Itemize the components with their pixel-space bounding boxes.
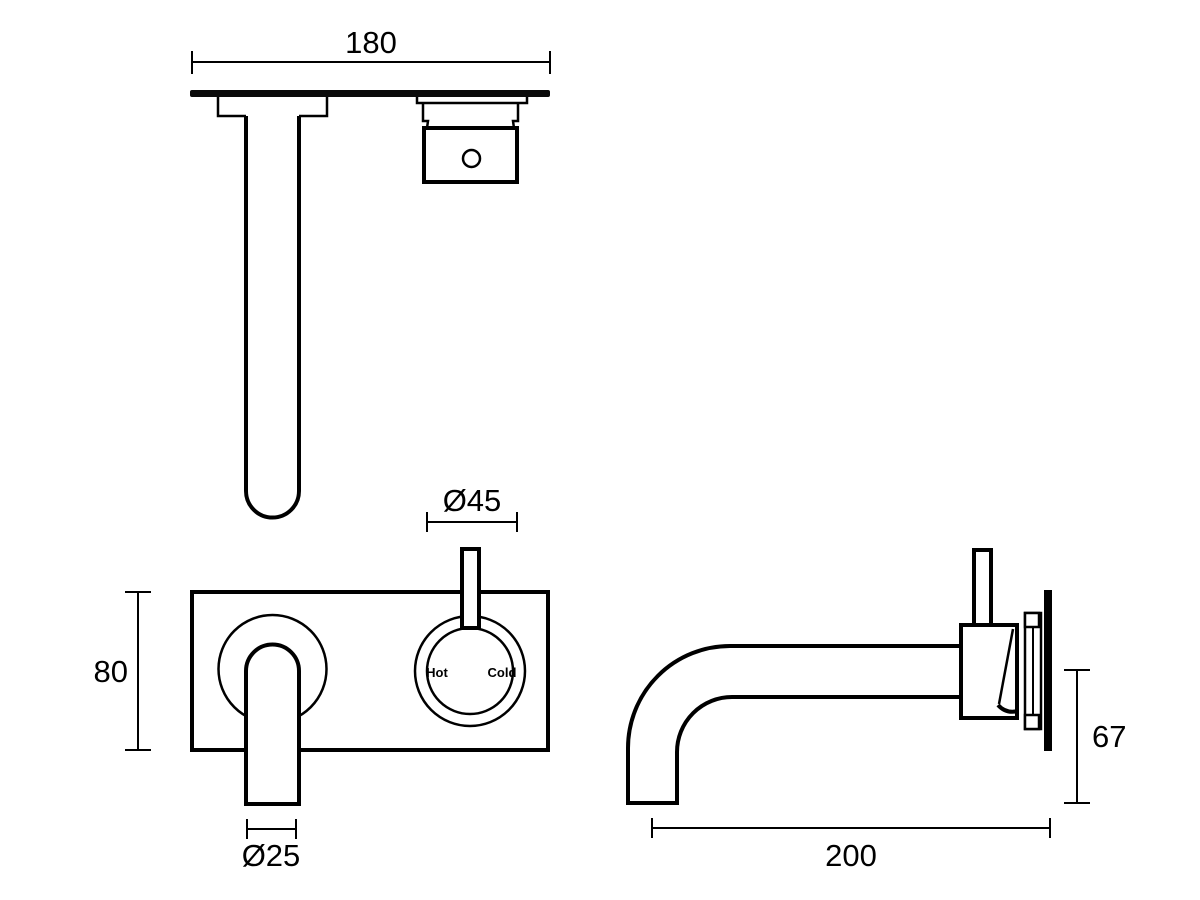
dimension-line bbox=[191, 51, 551, 74]
dimension-handle-diameter: Ø45 bbox=[426, 483, 518, 532]
plan-handle-pivot bbox=[461, 148, 482, 169]
plan-handle-body bbox=[422, 126, 519, 184]
plan-spout-flange bbox=[216, 97, 329, 118]
side-cone-base bbox=[996, 703, 1019, 714]
side-escutcheon-step-top bbox=[1023, 611, 1041, 629]
side-cone-edge bbox=[997, 628, 1015, 705]
front-spout-tube bbox=[244, 642, 301, 806]
dimension-label-handle-diameter: Ø45 bbox=[443, 483, 502, 518]
dimension-label-plate-width: 180 bbox=[345, 25, 397, 60]
plan-handle-escutcheon bbox=[415, 97, 529, 105]
side-escutcheon-step-bottom bbox=[1023, 713, 1041, 731]
plan-spout-tube bbox=[244, 116, 301, 520]
side-spout bbox=[626, 644, 961, 805]
dimension-label-spout-diameter: Ø25 bbox=[242, 838, 301, 873]
dimension-line bbox=[246, 819, 297, 839]
top-view: 180 bbox=[190, 25, 551, 520]
dimension-line bbox=[651, 818, 1051, 838]
front-view: Hot Cold 80 Ø45 Ø25 bbox=[94, 483, 550, 873]
front-handle-lever bbox=[460, 547, 481, 630]
dimension-outlet-height: 67 bbox=[1064, 669, 1126, 804]
cold-marking: Cold bbox=[488, 665, 517, 680]
side-valve-body bbox=[959, 623, 1019, 720]
dimension-spout-diameter: Ø25 bbox=[242, 819, 301, 873]
dimension-line bbox=[1064, 669, 1090, 804]
side-view: 200 67 bbox=[626, 548, 1126, 873]
plan-handle-neck bbox=[421, 103, 520, 129]
dimension-label-plate-height: 80 bbox=[94, 654, 128, 689]
dimension-plate-width: 180 bbox=[191, 25, 551, 74]
side-handle-lever bbox=[972, 548, 993, 627]
dimension-plate-height: 80 bbox=[94, 591, 151, 751]
dimension-spout-projection: 200 bbox=[651, 818, 1051, 873]
plan-plate-edge bbox=[190, 90, 550, 97]
dimension-line bbox=[426, 512, 518, 532]
side-wall-plate bbox=[1044, 590, 1052, 751]
dimension-label-outlet-height: 67 bbox=[1092, 719, 1126, 754]
dimension-line bbox=[125, 591, 151, 751]
hot-marking: Hot bbox=[426, 665, 448, 680]
dimension-label-spout-projection: 200 bbox=[825, 838, 877, 873]
